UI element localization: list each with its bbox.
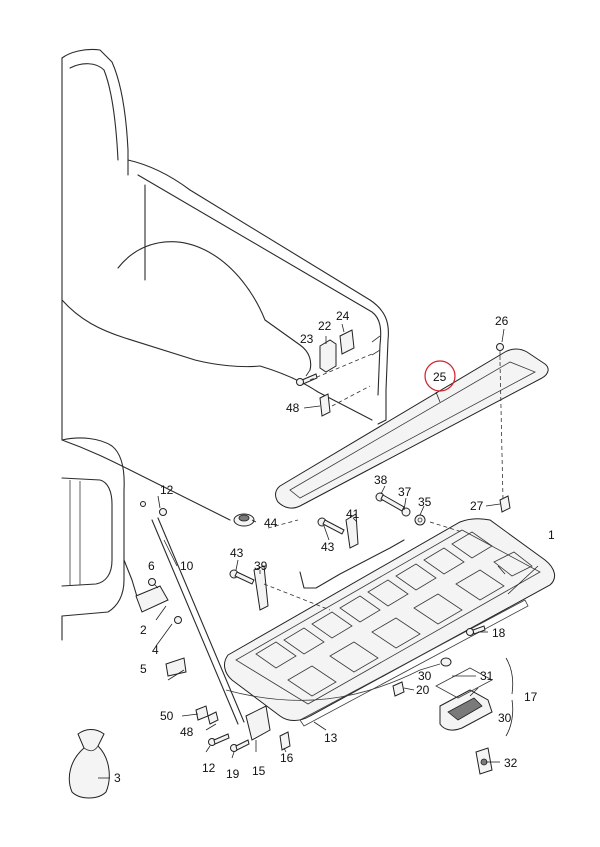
- callout-20: 20: [416, 683, 430, 697]
- callout-30-bulb: 30: [418, 669, 432, 683]
- tailgate-lower-strip: [299, 599, 529, 727]
- callout-32: 32: [504, 756, 518, 770]
- tailgate-handle: [439, 689, 493, 731]
- callout-16: 16: [280, 751, 294, 765]
- small-parts: [68, 329, 511, 799]
- tailgate-ribs: [255, 531, 533, 697]
- callout-10: 10: [180, 559, 194, 573]
- callout-6: 6: [148, 559, 155, 573]
- callout-50: 50: [160, 709, 174, 723]
- callout-18: 18: [492, 626, 506, 640]
- vehicle-body-outline: [61, 48, 389, 641]
- callout-31: 31: [480, 669, 494, 683]
- callout-13: 13: [324, 731, 338, 745]
- callout-44: 44: [264, 516, 278, 530]
- cables-and-rods: [151, 517, 441, 725]
- handle-seal: [435, 667, 493, 699]
- callout-12-top: 12: [160, 483, 174, 497]
- callout-39: 39: [254, 559, 268, 573]
- callout-1: 1: [548, 528, 555, 542]
- callout-5: 5: [140, 662, 147, 676]
- callout-23: 23: [300, 332, 314, 346]
- callout-37: 37: [398, 485, 412, 499]
- callout-3: 3: [114, 771, 121, 785]
- callout-35: 35: [418, 495, 432, 509]
- assembly-lines: [263, 353, 504, 611]
- callout-48-upper: 48: [286, 401, 300, 415]
- callout-38: 38: [374, 473, 388, 487]
- callout-17: 17: [524, 690, 538, 704]
- callout-43-left: 43: [230, 546, 244, 560]
- callout-12-bottom: 12: [202, 761, 216, 775]
- callout-25: 25: [433, 370, 447, 384]
- callout-30-handle: 30: [498, 711, 512, 725]
- callout-2: 2: [140, 623, 147, 637]
- highlight-circle: [424, 360, 456, 392]
- callout-4: 4: [152, 643, 159, 657]
- callout-27: 27: [470, 499, 484, 513]
- callout-26: 26: [495, 314, 509, 328]
- tailgate-trim-strip: [275, 348, 549, 509]
- leader-lines: [98, 323, 539, 779]
- callout-41: 41: [346, 507, 360, 521]
- callout-22: 22: [318, 319, 332, 333]
- tailgate-inner-panel: [224, 518, 556, 721]
- callout-19: 19: [226, 767, 240, 781]
- callout-24: 24: [336, 309, 350, 323]
- callout-15: 15: [252, 764, 266, 778]
- callout-numbers: 1 2 3 4 5 6 10 12 12 13 15 16 17 18 19 2…: [114, 309, 555, 785]
- callout-48-lower: 48: [180, 725, 194, 739]
- callout-43-middle: 43: [321, 540, 335, 554]
